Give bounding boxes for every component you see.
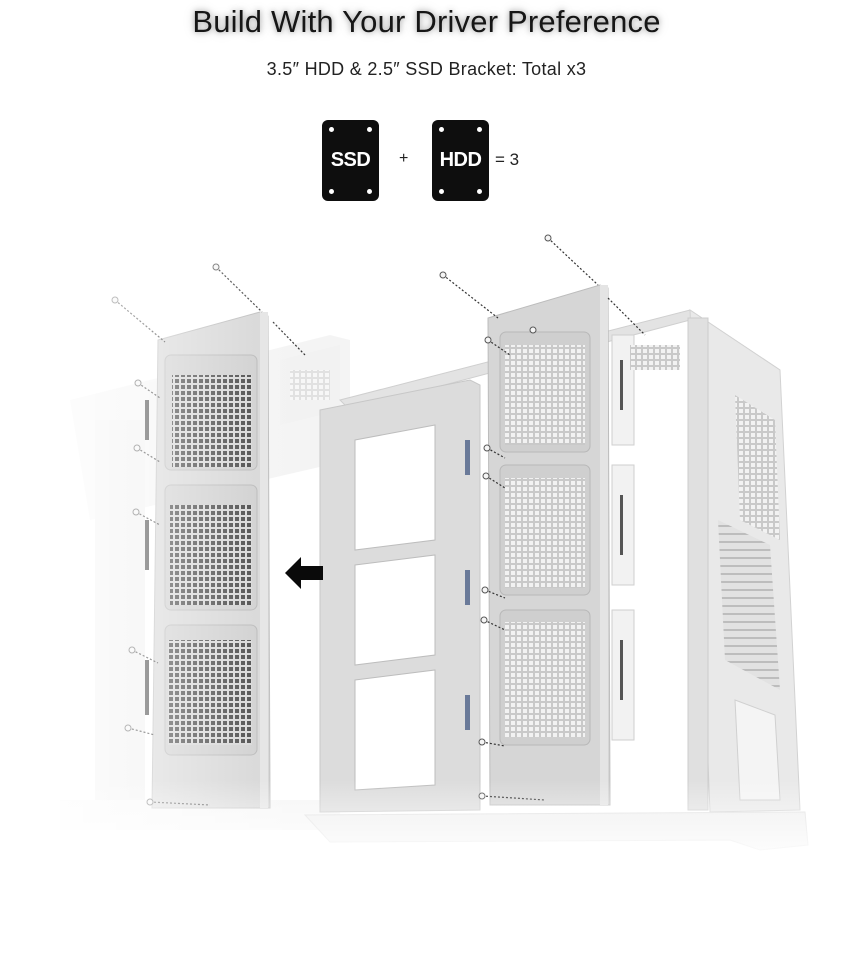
page-title: Build With Your Driver Preference — [192, 4, 661, 39]
ssd-label: SSD — [330, 149, 371, 171]
ssd-drive-icon: SSD — [322, 120, 379, 201]
arrow-left-icon — [285, 557, 323, 589]
plus-sign: + — [399, 150, 409, 167]
pc-case-illustration — [0, 225, 853, 865]
hdd-drive-icon: HDD — [432, 120, 489, 201]
drive-legend: SSD + HDD = 3 — [322, 120, 552, 202]
hdd-label: HDD — [439, 149, 482, 171]
total-count: = 3 — [495, 150, 520, 169]
page-subtitle: 3.5″ HDD & 2.5″ SSD Bracket: Total x3 — [266, 59, 587, 79]
